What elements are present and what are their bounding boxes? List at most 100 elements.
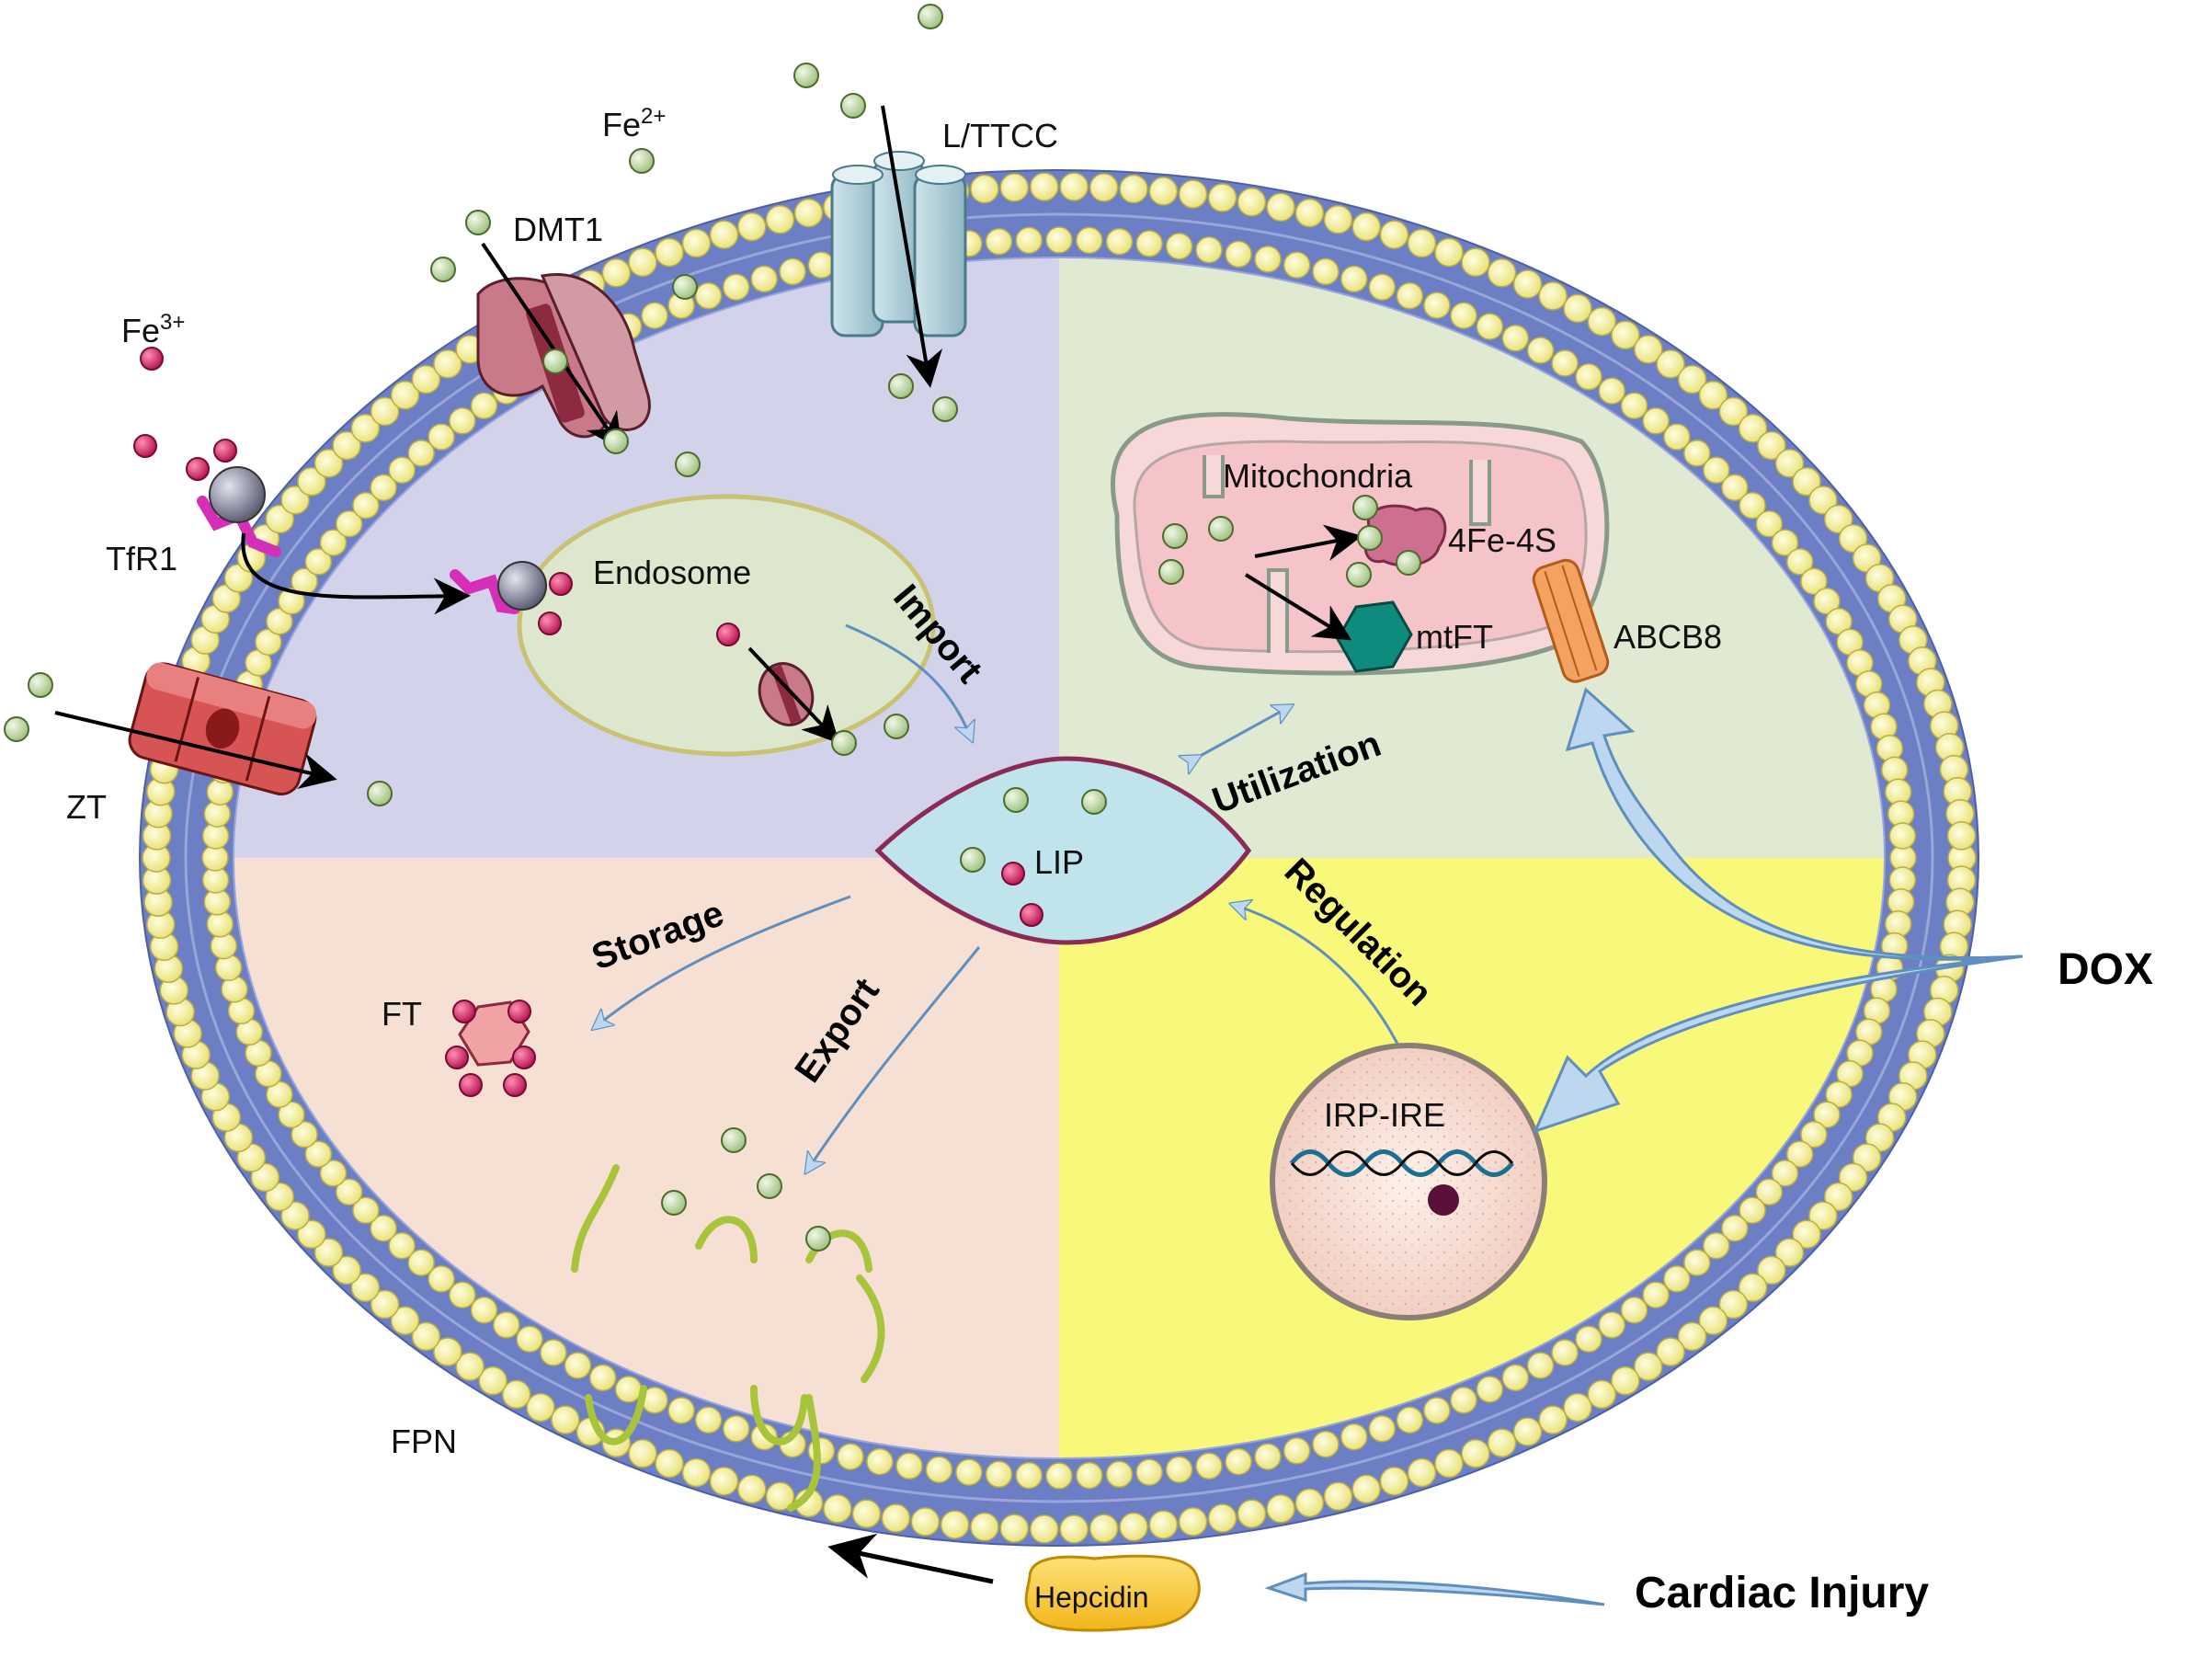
fe3-ion — [538, 611, 562, 635]
lipid-head — [1105, 227, 1134, 256]
mitochondria-label: Mitochondria — [1223, 457, 1413, 495]
lipid-head — [1738, 414, 1768, 443]
lipid-head — [335, 509, 363, 538]
irp-ire-label: IRP-IRE — [1324, 1096, 1445, 1134]
fe2-ion — [430, 257, 456, 282]
lipid-head — [1476, 1376, 1504, 1403]
lipid-head — [250, 1162, 280, 1193]
lipid-head — [1575, 1325, 1602, 1353]
fe2-ion — [629, 148, 655, 174]
lipid-head — [1254, 246, 1282, 273]
fe2-ions — [4, 4, 1421, 1251]
fe2-ion — [4, 716, 29, 742]
fe3-ion — [1020, 903, 1043, 927]
lipid-head — [1587, 1379, 1617, 1410]
lipid-head — [1076, 226, 1103, 255]
fe2-ion — [1208, 516, 1234, 542]
lipid-head — [551, 1405, 580, 1434]
endosome-export-arrow — [747, 646, 840, 744]
fe2-ion — [888, 373, 914, 399]
lipid-head — [1785, 548, 1814, 576]
lipid-head — [1178, 1507, 1208, 1537]
lipid-head — [1379, 220, 1409, 249]
lipid-head — [1800, 567, 1828, 595]
lipid-head — [1642, 1281, 1670, 1308]
lipid-head — [1501, 324, 1530, 352]
lipid-head — [667, 1397, 695, 1424]
lipid-head — [370, 1289, 400, 1320]
lipid-head — [1677, 1321, 1707, 1352]
lipid-head — [1792, 1219, 1821, 1250]
lipid-head — [1119, 1512, 1148, 1542]
lipid-head — [1351, 1474, 1381, 1504]
lipid-head — [1526, 1352, 1555, 1379]
lipid-head — [1207, 1503, 1237, 1533]
lipid-head — [1813, 1101, 1841, 1128]
regulation-arrow — [1237, 906, 1399, 1045]
fe3-ion — [133, 434, 157, 458]
lipid-head — [1165, 1456, 1193, 1483]
fe2-ion — [1396, 550, 1421, 576]
lipid-head — [1266, 1493, 1295, 1524]
lipid-head — [1663, 423, 1691, 451]
lipid-head — [655, 1448, 684, 1479]
lipid-head — [1423, 291, 1451, 319]
lipid-head — [1207, 183, 1237, 212]
fe3-ion — [186, 457, 210, 481]
lipid-head — [1030, 1514, 1059, 1544]
lipid-head — [694, 281, 723, 310]
ft-label: FT — [382, 995, 422, 1033]
lipid-head — [628, 247, 657, 278]
lipid-head — [970, 174, 999, 204]
lipid-head — [370, 474, 397, 502]
lipid-head — [1351, 211, 1381, 242]
lipid-head — [1059, 172, 1089, 201]
lipid-head — [1526, 337, 1555, 364]
lipid-head — [1461, 247, 1490, 278]
lipid-head — [1739, 1196, 1766, 1225]
lipid-head — [1663, 1265, 1691, 1293]
fe2-ion — [831, 730, 857, 756]
abcb8-label: ABCB8 — [1613, 618, 1722, 656]
lipid-head — [265, 1182, 295, 1212]
lipid-head — [1396, 281, 1424, 310]
lipid-head — [449, 407, 476, 435]
dox-to-nucleus-arrow — [1533, 954, 2024, 1134]
lipid-head — [1379, 1467, 1409, 1496]
fe2-ion — [960, 847, 986, 873]
lipid-head — [433, 349, 462, 379]
lipid-head — [1683, 440, 1711, 467]
hepcidin-label: Hepcidin — [1034, 1581, 1149, 1614]
fe3-ion — [213, 439, 237, 463]
lipid-head — [881, 1503, 911, 1533]
fe2-ion — [1158, 559, 1184, 585]
lipid-head — [793, 198, 824, 228]
fe2-ion — [672, 274, 698, 300]
lipid-head — [370, 1214, 397, 1242]
lipid-head — [588, 1364, 617, 1392]
fe2-ion — [793, 63, 819, 88]
lipid-head — [765, 1481, 795, 1512]
lipid-head — [709, 220, 739, 249]
lipid-head — [866, 1447, 894, 1476]
lipid-head — [1015, 226, 1043, 255]
lipid-head — [1294, 1488, 1325, 1518]
fe3-ion — [503, 1073, 527, 1097]
lipid-head — [516, 1325, 543, 1353]
lipid-head — [526, 1392, 555, 1423]
lttcc-import-arrow — [881, 105, 943, 388]
lipid-head — [628, 1438, 657, 1468]
fe3-ion — [507, 1000, 531, 1023]
lipid-head — [1611, 320, 1640, 350]
export-arrow — [809, 946, 981, 1168]
lipid-head — [407, 440, 435, 467]
lipid-head — [1294, 198, 1325, 228]
lipid-head — [1225, 240, 1252, 269]
lipid-head — [297, 1219, 326, 1250]
lttcc-channel — [830, 151, 967, 337]
lipid-head — [779, 257, 806, 286]
lipid-head — [1237, 188, 1267, 217]
lipid-head — [352, 491, 380, 520]
fe2-ion — [661, 1190, 687, 1216]
lipid-head — [1852, 1143, 1882, 1172]
